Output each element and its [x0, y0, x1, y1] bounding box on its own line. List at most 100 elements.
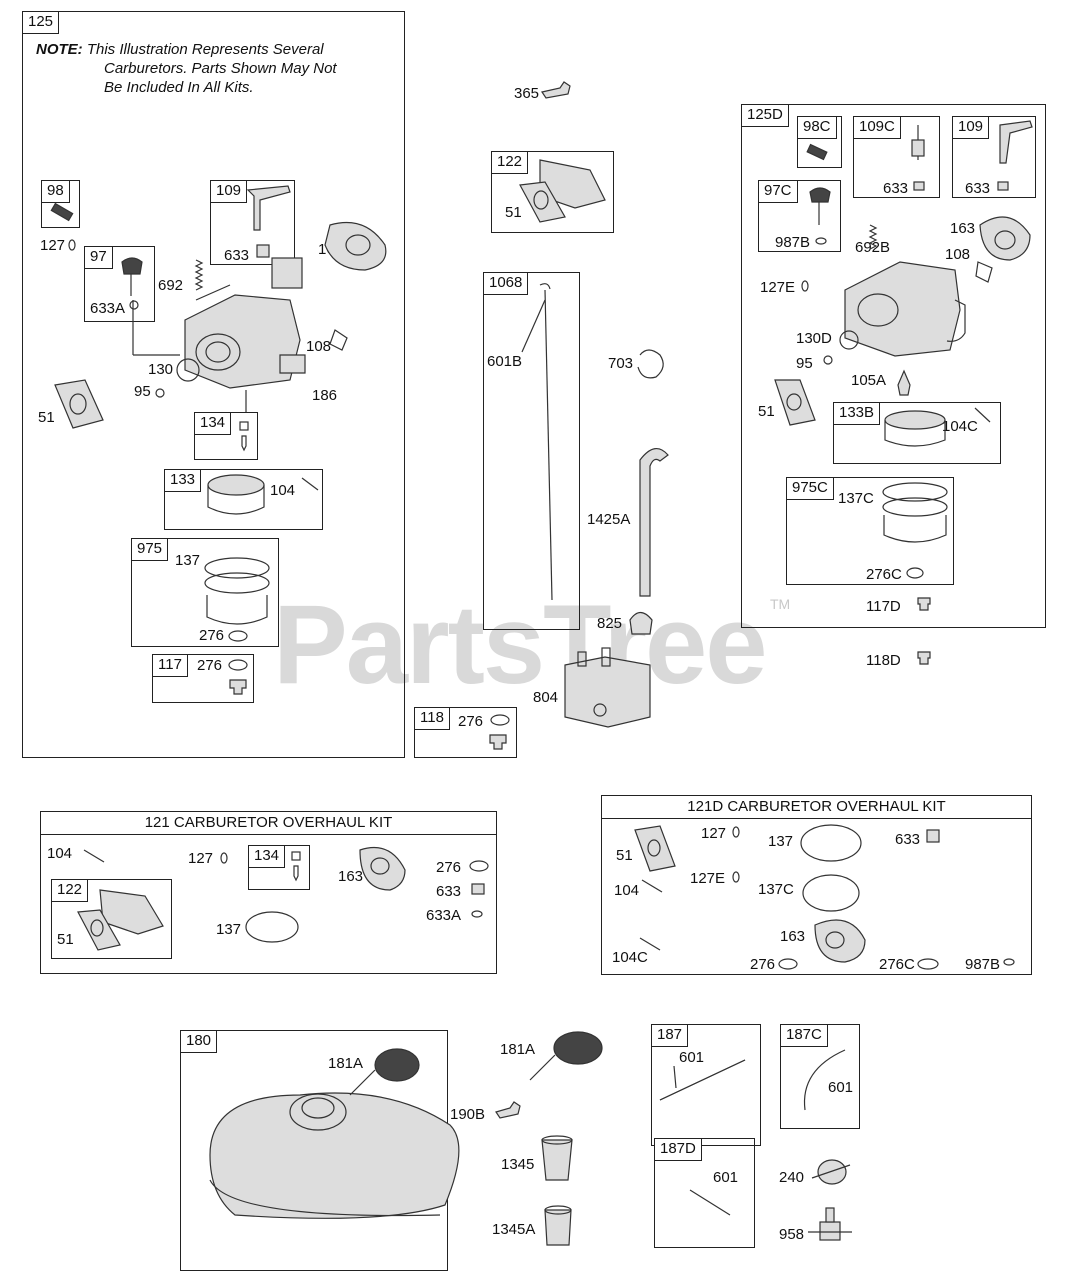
part-label: 51 [505, 204, 522, 221]
trademark: TM [770, 596, 791, 612]
filter-1345A [544, 1205, 572, 1246]
box-109: 109 [210, 180, 295, 265]
box-label: 117 [153, 655, 188, 677]
screw-95 [155, 388, 165, 398]
fuel-cap-181A-b [529, 1031, 603, 1081]
box-97C: 97C [758, 180, 841, 252]
box-97: 97 [84, 246, 155, 322]
carburetor-125D [844, 261, 966, 357]
pin-104-kitD [641, 879, 663, 893]
part-label: 601B [487, 353, 523, 370]
pin-104 [83, 849, 105, 863]
part-label: 130 [148, 361, 174, 378]
part-label: 276 [750, 956, 776, 973]
watermark: PartsTree [273, 582, 768, 707]
part-label: 987B [775, 234, 811, 251]
plug-118D [917, 651, 931, 665]
oring-127 [68, 239, 76, 251]
box-975C: 975C [786, 477, 954, 585]
pin-104C-kitD [639, 937, 661, 951]
spring-692B [868, 224, 878, 250]
gasket-51c [774, 379, 816, 426]
part-label: 117D [866, 598, 901, 615]
clip-108b [975, 261, 993, 283]
box-label: 187 [652, 1025, 689, 1047]
box-label: 134 [249, 846, 286, 868]
part-label: 601 [679, 1049, 705, 1066]
disc-130D [839, 330, 859, 350]
gasket-163 [324, 221, 387, 271]
lever-109-right [997, 120, 1033, 191]
box-label: 97 [85, 247, 113, 269]
part-label: 104C [942, 418, 978, 435]
box-label: 109C [854, 117, 901, 139]
part-label: 105A [851, 372, 887, 389]
box-122: 122 [491, 151, 614, 233]
part-label: 276C [866, 566, 902, 583]
part-label: 137C [758, 881, 794, 898]
valve-958 [808, 1207, 852, 1241]
part-label: 633 [224, 247, 250, 264]
part-label: 1425A [587, 511, 631, 528]
filter-1345 [541, 1135, 573, 1181]
box-label: 98C [798, 117, 837, 139]
kit-title: 121 CARBURETOR OVERHAUL KIT [41, 812, 496, 835]
part-label: 958 [779, 1226, 805, 1243]
part-label: 127 [188, 850, 214, 867]
box-kit121-122: 122 [51, 879, 172, 959]
box-98: 98 [41, 180, 80, 228]
plug-118 [489, 734, 507, 750]
washer-987B-kitD [1003, 958, 1015, 966]
float-133B [884, 407, 991, 447]
screw-95b [823, 355, 833, 365]
spacer-kit [77, 889, 164, 951]
box-kit121-134: 134 [248, 845, 310, 890]
part-label: 51 [57, 931, 74, 948]
part-label: 633 [883, 180, 909, 197]
clip-703 [637, 349, 664, 379]
part-label: 51 [616, 847, 633, 864]
valve-804 [564, 647, 651, 728]
box-134: 134 [194, 412, 258, 460]
part-label: 1345 [501, 1156, 535, 1173]
lever-109C [911, 125, 925, 191]
oring-127E [801, 280, 809, 292]
needle-97 [121, 257, 143, 310]
box-label: 975C [787, 478, 834, 500]
rod-601B [521, 283, 553, 601]
part-label: 601 [828, 1079, 854, 1096]
lever-109 [246, 185, 291, 258]
spacer-122 [519, 159, 606, 223]
box-187C: 187C [780, 1024, 860, 1129]
gasket-163-kit [359, 846, 406, 891]
plug-633-kit [471, 883, 485, 895]
box-133B: 133B [833, 402, 1001, 464]
box-118: 118 [414, 707, 517, 758]
part-label: 118D [866, 652, 901, 669]
part-label: 633A [90, 300, 126, 317]
kit-121: 121 CARBURETOR OVERHAUL KIT [40, 811, 497, 974]
box-label: 98 [42, 181, 70, 203]
washer-276-kit [469, 860, 489, 872]
part-label: 601 [713, 1169, 739, 1186]
tube-1425A [639, 448, 669, 597]
part-label: 276 [197, 657, 223, 674]
box-187: 187 [651, 1024, 761, 1146]
hose-187C [803, 1049, 846, 1111]
part-label: 1345A [492, 1221, 536, 1238]
part-825 [629, 611, 653, 635]
part-label: 190B [450, 1106, 486, 1123]
box-label: 180 [181, 1031, 218, 1053]
screw-98 [50, 202, 74, 222]
box-label: 122 [492, 152, 529, 174]
part-label: 137 [216, 921, 242, 938]
needle-97C [809, 187, 831, 245]
box-label: 1068 [484, 273, 529, 295]
part-label: 633A [426, 907, 462, 924]
leader-601 [673, 1065, 677, 1089]
kit-121D: 121D CARBURETOR OVERHAUL KIT [601, 795, 1032, 975]
kit-title: 121D CARBURETOR OVERHAUL KIT [602, 796, 1031, 819]
plug-117D [917, 597, 931, 611]
washer-276C-kitD [917, 958, 939, 970]
